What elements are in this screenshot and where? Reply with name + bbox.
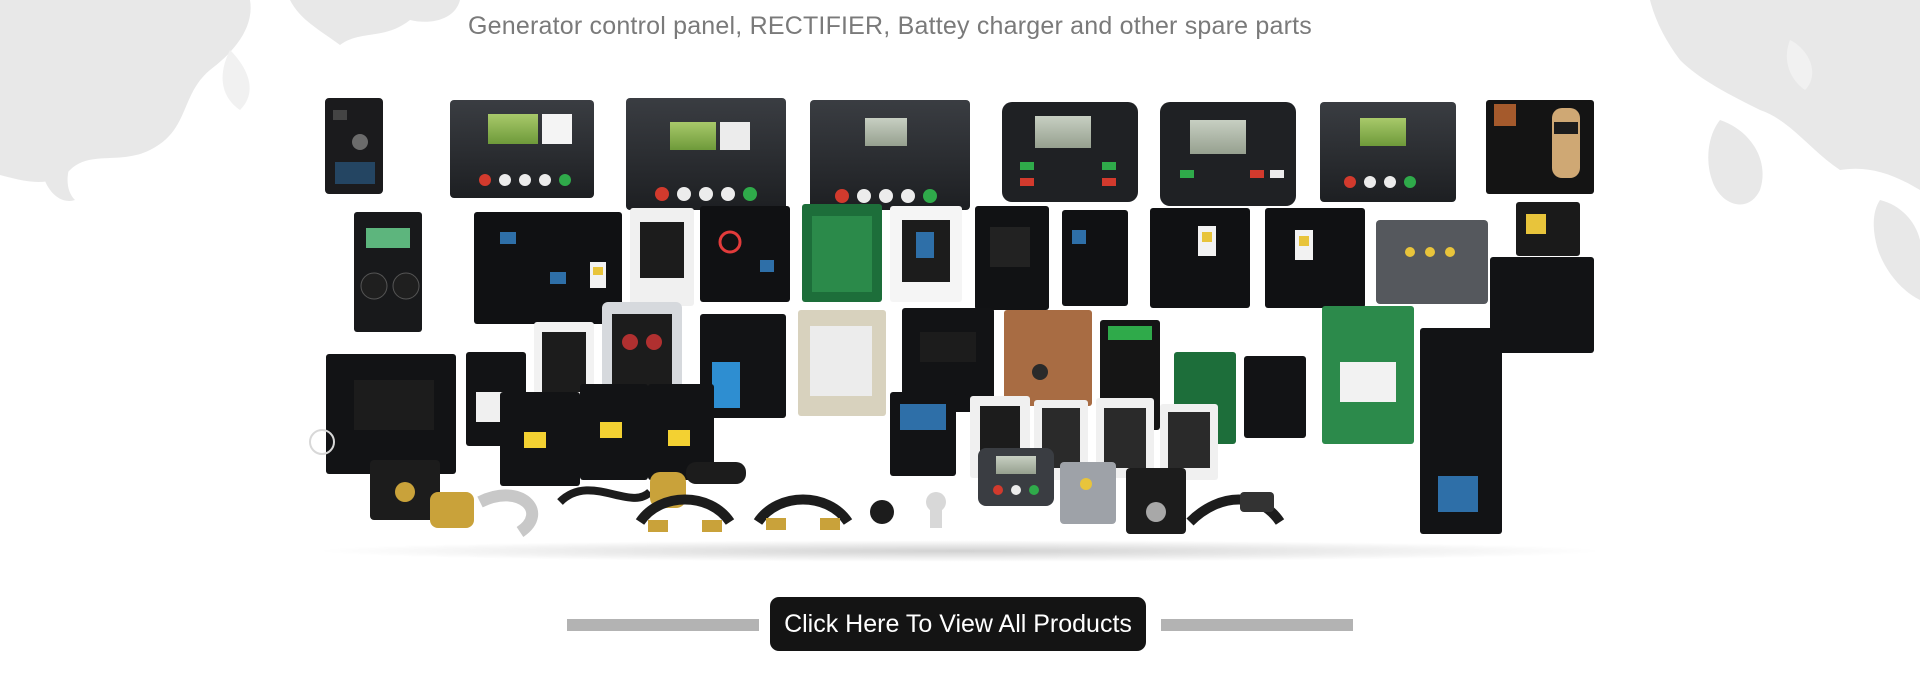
avr-board: [534, 322, 594, 404]
avr-board: [902, 308, 994, 412]
controller-unit: [325, 98, 383, 194]
divider-line-right: [1161, 619, 1353, 631]
avr-board: [890, 206, 962, 302]
avr-board: [500, 392, 580, 486]
avr-board: [802, 204, 882, 302]
rectifier: [370, 460, 440, 520]
avr-board: [1004, 310, 1092, 406]
control-panel: [450, 100, 594, 198]
solenoid-actuator: [430, 489, 539, 537]
controller-unit: [978, 448, 1054, 506]
controller-unit: [1002, 102, 1138, 202]
avr-board: [474, 212, 622, 324]
control-panel: [626, 98, 786, 210]
sensor-cable: [557, 462, 746, 508]
avr-board: [309, 354, 456, 474]
avr-board: [1490, 202, 1594, 353]
avr-board: [798, 310, 886, 416]
rectifier: [753, 494, 853, 530]
page-subtitle: Generator control panel, RECTIFIER, Batt…: [468, 12, 1312, 40]
gallery-shadow: [310, 540, 1610, 562]
rectifier: [1186, 492, 1285, 526]
avr-board: [700, 206, 790, 302]
battery-charger: [602, 302, 682, 402]
sensor: [870, 492, 946, 528]
view-all-products-button[interactable]: Click Here To View All Products: [770, 597, 1146, 651]
avr-board: [1265, 208, 1365, 308]
avr-board: [1322, 306, 1414, 444]
avr-board: [700, 314, 786, 418]
avr-board: [975, 206, 1049, 310]
remote-panel: [1376, 220, 1488, 304]
cta-row: Click Here To View All Products: [0, 597, 1920, 653]
avr-board: [1034, 398, 1218, 480]
avr-board: [1062, 210, 1128, 306]
control-panel: [1320, 102, 1456, 202]
avr-board: [580, 384, 648, 480]
keypad: [1060, 462, 1186, 534]
avr-board: [1150, 208, 1250, 308]
avr-board: [648, 384, 714, 480]
product-collage-image: [309, 98, 1594, 537]
rectifier: [635, 494, 735, 532]
controller-unit: [1160, 102, 1296, 206]
avr-board: [354, 212, 422, 332]
avr-board: [630, 208, 694, 306]
divider-line-left: [567, 619, 759, 631]
control-panel: [810, 100, 970, 210]
avr-board: [1420, 328, 1502, 534]
avr-board: [890, 392, 956, 476]
avr-board: [1486, 100, 1594, 194]
